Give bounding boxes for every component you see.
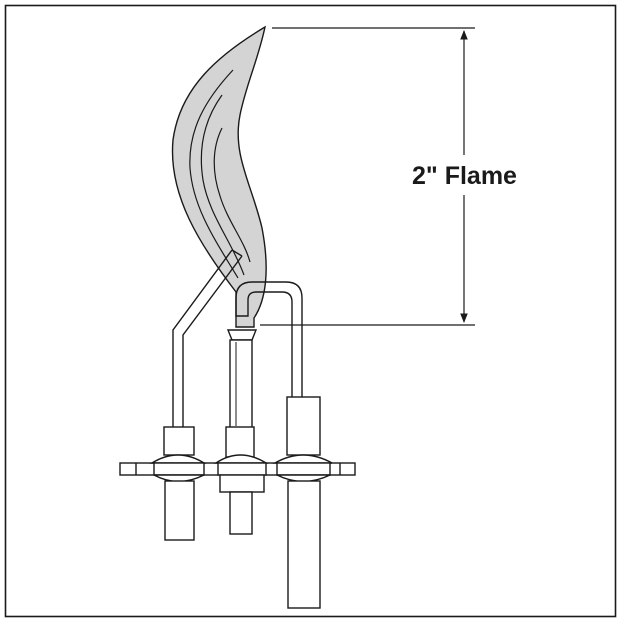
thermocouple-loop-outer — [235, 281, 303, 398]
flame-inner-line-outer — [189, 69, 239, 279]
thermocouple-nut — [276, 462, 331, 476]
igniter-rod-outline-inner — [182, 255, 243, 428]
thermocouple-upper-sleeve — [286, 396, 321, 456]
pilot-upper-fitting — [225, 426, 255, 458]
pilot-nut — [217, 462, 267, 476]
igniter-electrode — [172, 249, 243, 428]
diagram-border — [4, 4, 617, 618]
igniter-collar — [149, 454, 207, 464]
burner-hood — [226, 329, 258, 341]
igniter-lower-sleeve — [164, 480, 195, 541]
flame-height-label: 2" Flame — [412, 162, 517, 190]
igniter-nut — [153, 462, 205, 476]
igniter-rod-tip — [231, 249, 243, 257]
flame-body — [171, 25, 267, 328]
burner-tube — [229, 339, 253, 429]
pilot-collar — [213, 454, 269, 464]
igniter-body — [149, 426, 207, 541]
pilot-body — [213, 426, 269, 535]
flame — [171, 25, 267, 328]
thermocouple-lower-sleeve — [287, 480, 321, 609]
pilot-burner — [226, 329, 258, 429]
thermocouple-loop — [235, 281, 303, 398]
flame-inner-line-inner — [213, 127, 251, 263]
flame-label-background — [405, 155, 530, 195]
igniter-upper-sleeve — [163, 426, 195, 456]
pilot-lower-tube — [229, 491, 253, 535]
thermocouple-collar — [272, 454, 333, 464]
pilot-lower-fitting — [219, 474, 265, 493]
igniter-rod-outline-outer — [172, 249, 233, 428]
flame-inner-line-middle — [200, 94, 245, 276]
thermocouple-body — [272, 396, 333, 609]
